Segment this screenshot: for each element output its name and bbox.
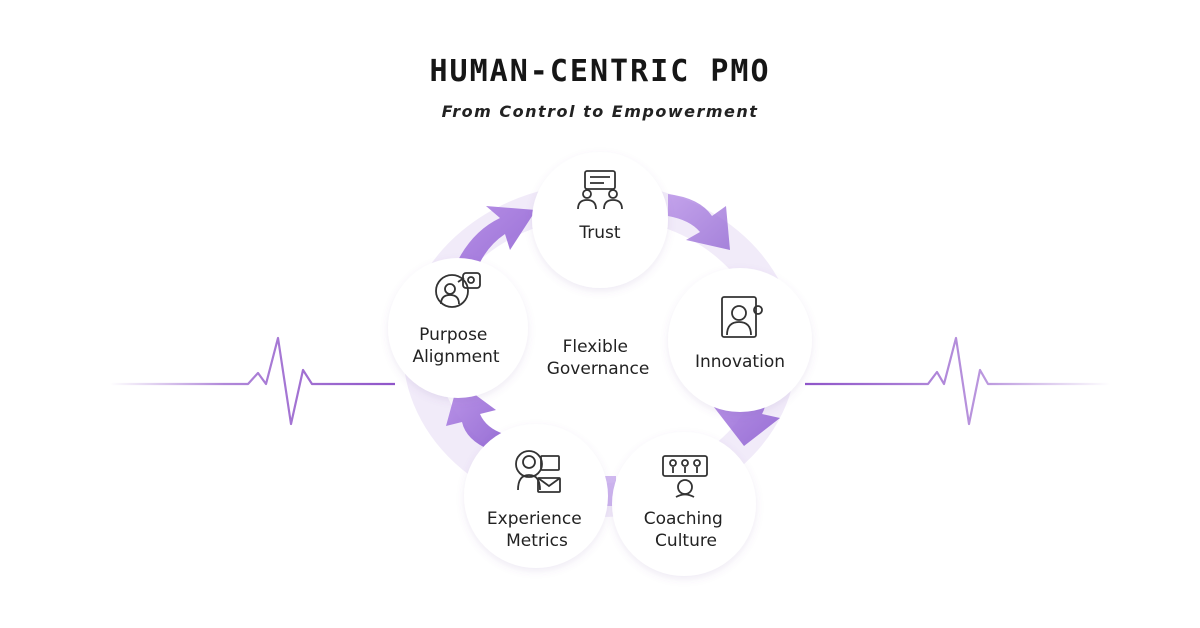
target-person-icon: [435, 272, 481, 308]
center-label-line1: Flexible: [563, 337, 628, 357]
node-experience-label-line1: Experience: [487, 509, 582, 529]
svg-text:Purpose Alignment: Purpose Alignment: [412, 325, 499, 367]
svg-text:Experience Metrics: Experience Metrics: [487, 509, 587, 551]
arrow-trust-to-innovation: [668, 194, 730, 250]
person-envelope-icon: [515, 450, 561, 493]
idea-portrait-icon: [721, 296, 763, 338]
node-purpose-label-line2: Alignment: [412, 347, 499, 367]
node-coaching-label-line1: Coaching: [644, 509, 723, 529]
node-experience-label-line2: Metrics: [506, 531, 568, 551]
node-innovation-label: Innovation: [695, 352, 785, 372]
center-label-line2: Governance: [547, 359, 650, 379]
node-trust: Trust: [532, 152, 668, 288]
node-coaching: Coaching Culture: [612, 432, 756, 576]
svg-text:Trust: Trust: [578, 223, 621, 243]
page-subtitle: From Control to Empowerment: [441, 102, 759, 121]
node-trust-label: Trust: [578, 223, 621, 243]
node-purpose: Purpose Alignment: [388, 258, 528, 398]
svg-text:Flexible Governance: Flexible Governance: [547, 337, 650, 379]
svg-text:Coaching Culture: Coaching Culture: [644, 509, 729, 551]
svg-text:Innovation: Innovation: [695, 352, 785, 372]
pulse-line-left: [110, 336, 395, 426]
team-meeting-icon: [577, 170, 623, 210]
arrow-experience-to-purpose: [446, 382, 504, 450]
pulse-line-right: [805, 336, 1110, 426]
node-experience: Experience Metrics: [464, 424, 608, 568]
group-coaching-icon: [662, 455, 708, 498]
node-coaching-label-line2: Culture: [655, 531, 717, 551]
page-title: HUMAN-CENTRIC PMO: [429, 54, 771, 89]
node-purpose-label-line1: Purpose: [419, 325, 487, 345]
node-innovation: Innovation: [668, 268, 812, 412]
